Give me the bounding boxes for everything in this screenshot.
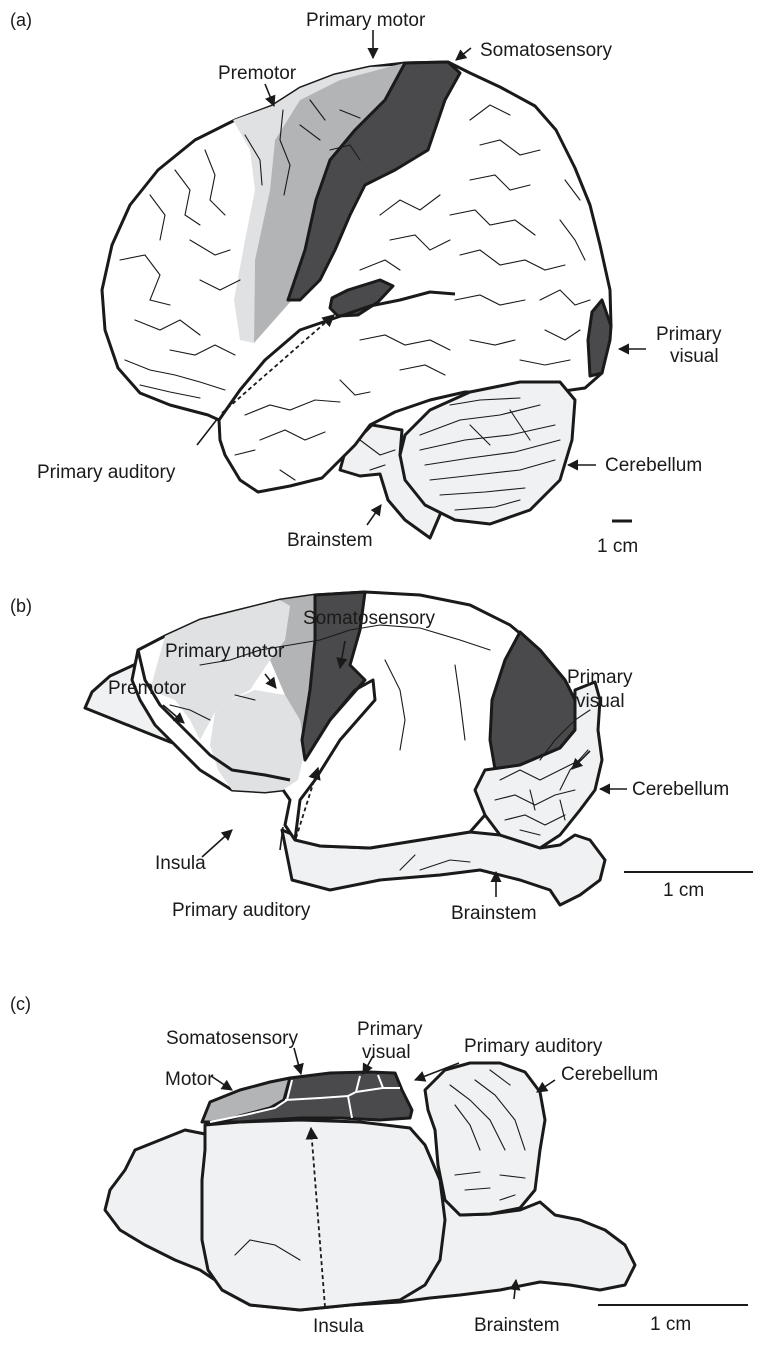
- panel-b-primary-motor-label: Primary motor: [165, 641, 285, 662]
- panel-a-primary-motor-label: Primary motor: [306, 10, 426, 31]
- panel-c-cerebrum: [202, 1120, 445, 1310]
- panel-b-primary-visual-label-2: visual: [576, 691, 625, 712]
- panel-a-premotor-label: Premotor: [218, 63, 297, 84]
- panel-a-scale-label: 1 cm: [597, 536, 638, 557]
- panel-a-cerebellum-label: Cerebellum: [605, 455, 702, 476]
- panel-c-primary-visual-label-1: Primary: [357, 1019, 423, 1040]
- panel-b-primary-visual-label-1: Primary: [567, 667, 633, 688]
- panel-b: (b): [10, 592, 753, 924]
- panel-a-primary-visual-label-2: visual: [670, 346, 719, 367]
- panel-b-scale-label: 1 cm: [663, 880, 704, 901]
- panel-c-primary-auditory-label: Primary auditory: [464, 1036, 603, 1057]
- panel-c-cerebellum-region: [425, 1063, 545, 1215]
- panel-b-premotor-label: Premotor: [108, 678, 187, 699]
- panel-a-primary-visual-label-1: Primary: [656, 324, 722, 345]
- panel-b-insula-label: Insula: [155, 853, 206, 874]
- panel-a-primary-auditory-label: Primary auditory: [37, 462, 176, 483]
- panel-b-insula-region: [210, 690, 305, 792]
- panel-c-insula-label: Insula: [313, 1316, 364, 1337]
- panel-b-somatosensory-label: Somatosensory: [303, 608, 436, 629]
- panel-a-somatosensory-label: Somatosensory: [480, 40, 613, 61]
- panel-a-tag: (a): [10, 10, 32, 30]
- panel-c-scale-label: 1 cm: [650, 1314, 691, 1335]
- panel-c: (c) Primary: [10, 994, 748, 1337]
- panel-c-motor-label: Motor: [165, 1069, 214, 1090]
- panel-c-brainstem-label: Brainstem: [474, 1315, 560, 1336]
- panel-c-primary-visual-label-2: visual: [362, 1042, 411, 1063]
- panel-c-tag: (c): [10, 994, 31, 1014]
- panel-a-brainstem-label: Brainstem: [287, 530, 373, 551]
- panel-c-somatosensory-label: Somatosensory: [166, 1028, 299, 1049]
- panel-b-brainstem-label: Brainstem: [451, 903, 537, 924]
- panel-b-tag: (b): [10, 596, 32, 616]
- panel-b-primary-auditory-label: Primary auditory: [172, 900, 311, 921]
- panel-a: (a): [10, 10, 722, 557]
- panel-a-cerebellum-region: [400, 382, 575, 524]
- panel-c-cerebellum-label: Cerebellum: [561, 1064, 658, 1085]
- panel-b-cerebellum-label: Cerebellum: [632, 779, 729, 800]
